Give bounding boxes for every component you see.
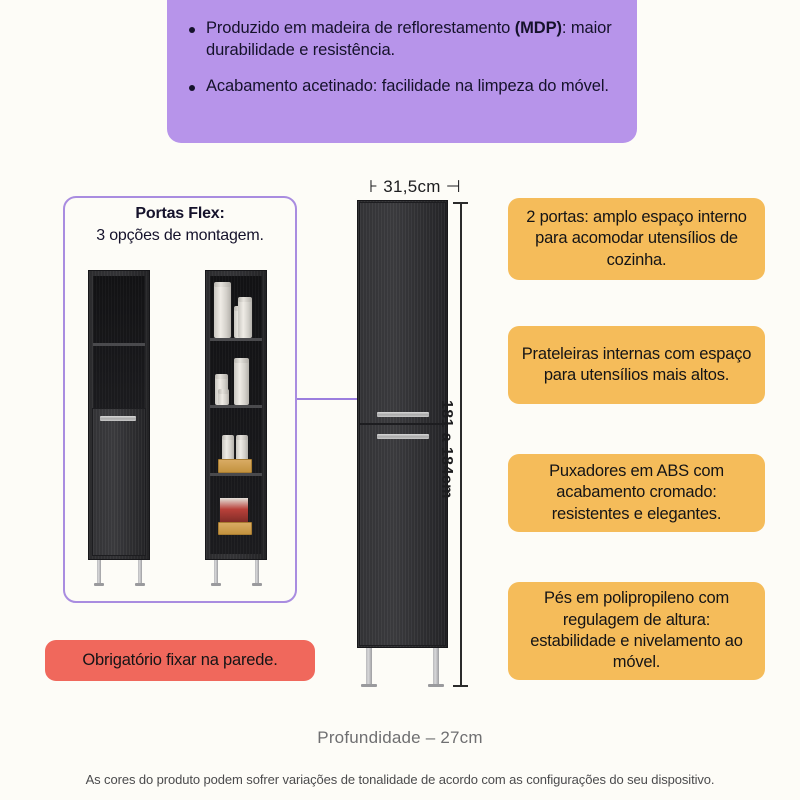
shelf-item-jar bbox=[234, 358, 249, 405]
callout-feet: Pés em polipropileno com regulagem de al… bbox=[508, 582, 765, 680]
cabinet-leg-foot bbox=[135, 583, 145, 586]
connector-line bbox=[297, 398, 401, 400]
bullet-text: Produzido em madeira de reflorestamento … bbox=[206, 18, 615, 62]
bullet-text-strong: (MDP) bbox=[514, 19, 562, 37]
cabinet-door bbox=[92, 408, 146, 556]
main-cabinet bbox=[357, 200, 448, 648]
cabinet-open-compartment bbox=[93, 276, 145, 408]
jar-lid bbox=[214, 282, 231, 287]
main-cabinet-leg bbox=[366, 648, 372, 686]
jar-lid bbox=[238, 297, 252, 302]
depth-label: Profundidade – 27cm bbox=[317, 728, 483, 747]
main-cabinet-leg-foot bbox=[361, 684, 377, 687]
callout-handles: Puxadores em ABS com acabamento cromado:… bbox=[508, 454, 765, 532]
shelf-item-crate bbox=[218, 459, 252, 473]
shelf-item-jar bbox=[214, 282, 231, 338]
width-arrow-right-icon: ⊣ bbox=[445, 177, 461, 196]
portas-flex-panel bbox=[63, 196, 297, 603]
main-cabinet-lower-handle bbox=[377, 434, 429, 439]
main-cabinet-leg-foot bbox=[428, 684, 444, 687]
shelf-item-jar bbox=[238, 297, 252, 338]
cabinet-leg-foot bbox=[94, 583, 104, 586]
shelf-item-packages bbox=[220, 498, 248, 523]
cabinet-leg bbox=[97, 560, 101, 585]
shelf-item-crate bbox=[218, 522, 252, 535]
cabinet-shelf bbox=[210, 405, 262, 408]
main-cabinet-upper-door bbox=[359, 202, 446, 424]
cabinet-variant-open-shelves bbox=[205, 270, 267, 560]
main-cabinet-lower-door bbox=[359, 424, 446, 646]
bullet-dot-icon bbox=[189, 84, 195, 91]
cabinet-leg bbox=[214, 560, 218, 585]
cabinet-shelf bbox=[210, 473, 262, 476]
cabinet-shelf bbox=[210, 338, 262, 341]
bullet-dot-icon bbox=[189, 27, 195, 33]
bullet-item: Acabamento acetinado: facilidade na limp… bbox=[189, 76, 615, 98]
material-info-panel: Produzido em madeira de reflorestamento … bbox=[167, 0, 637, 143]
shelf-item-jar bbox=[222, 435, 234, 461]
cabinet-leg-foot bbox=[211, 583, 221, 586]
height-dimension-label: 181 a 184cm bbox=[438, 400, 455, 499]
cabinet-shelf bbox=[93, 343, 145, 346]
callout-shelves: Prateleiras internas com espaço para ute… bbox=[508, 326, 765, 404]
bullet-text-pre: Produzido em madeira de reflorestamento bbox=[206, 19, 515, 37]
jar-lid bbox=[215, 374, 228, 379]
color-disclaimer: As cores do produto podem sofrer variaçõ… bbox=[85, 772, 715, 787]
shelf-item-jar bbox=[218, 389, 229, 405]
height-dimension-cap-bottom bbox=[453, 685, 468, 687]
jar-lid bbox=[218, 389, 229, 394]
callout-doors: 2 portas: amplo espaço interno para acom… bbox=[508, 198, 765, 280]
jar-lid bbox=[222, 435, 234, 440]
wall-mount-warning: Obrigatório fixar na parede. bbox=[45, 640, 315, 681]
main-cabinet-leg bbox=[433, 648, 439, 686]
shelf-item-jar bbox=[236, 435, 248, 461]
bullet-item: Produzido em madeira de reflorestamento … bbox=[189, 18, 615, 62]
main-cabinet-upper-handle bbox=[377, 412, 429, 417]
bullet-text: Acabamento acetinado: facilidade na limp… bbox=[206, 76, 609, 95]
height-dimension-cap-top bbox=[453, 202, 468, 204]
width-value: 31,5cm bbox=[383, 177, 441, 196]
jar-lid bbox=[236, 435, 248, 440]
height-dimension-line bbox=[460, 202, 462, 686]
portas-flex-subtitle: 3 opções de montagem. bbox=[96, 227, 264, 244]
portas-flex-title: Portas Flex: bbox=[135, 205, 225, 222]
cabinet-leg-foot bbox=[252, 583, 262, 586]
cabinet-leg bbox=[138, 560, 142, 585]
cabinet-door-handle bbox=[100, 416, 136, 421]
cabinet-leg bbox=[255, 560, 259, 585]
jar-lid bbox=[234, 358, 249, 363]
width-dimension-label: ⊦ 31,5cm ⊣ bbox=[369, 177, 461, 197]
cabinet-variant-closed-door bbox=[88, 270, 150, 560]
bullet-text-post: : maior durabilidade e resistência. bbox=[206, 19, 612, 59]
width-arrow-left-icon: ⊦ bbox=[369, 177, 379, 196]
